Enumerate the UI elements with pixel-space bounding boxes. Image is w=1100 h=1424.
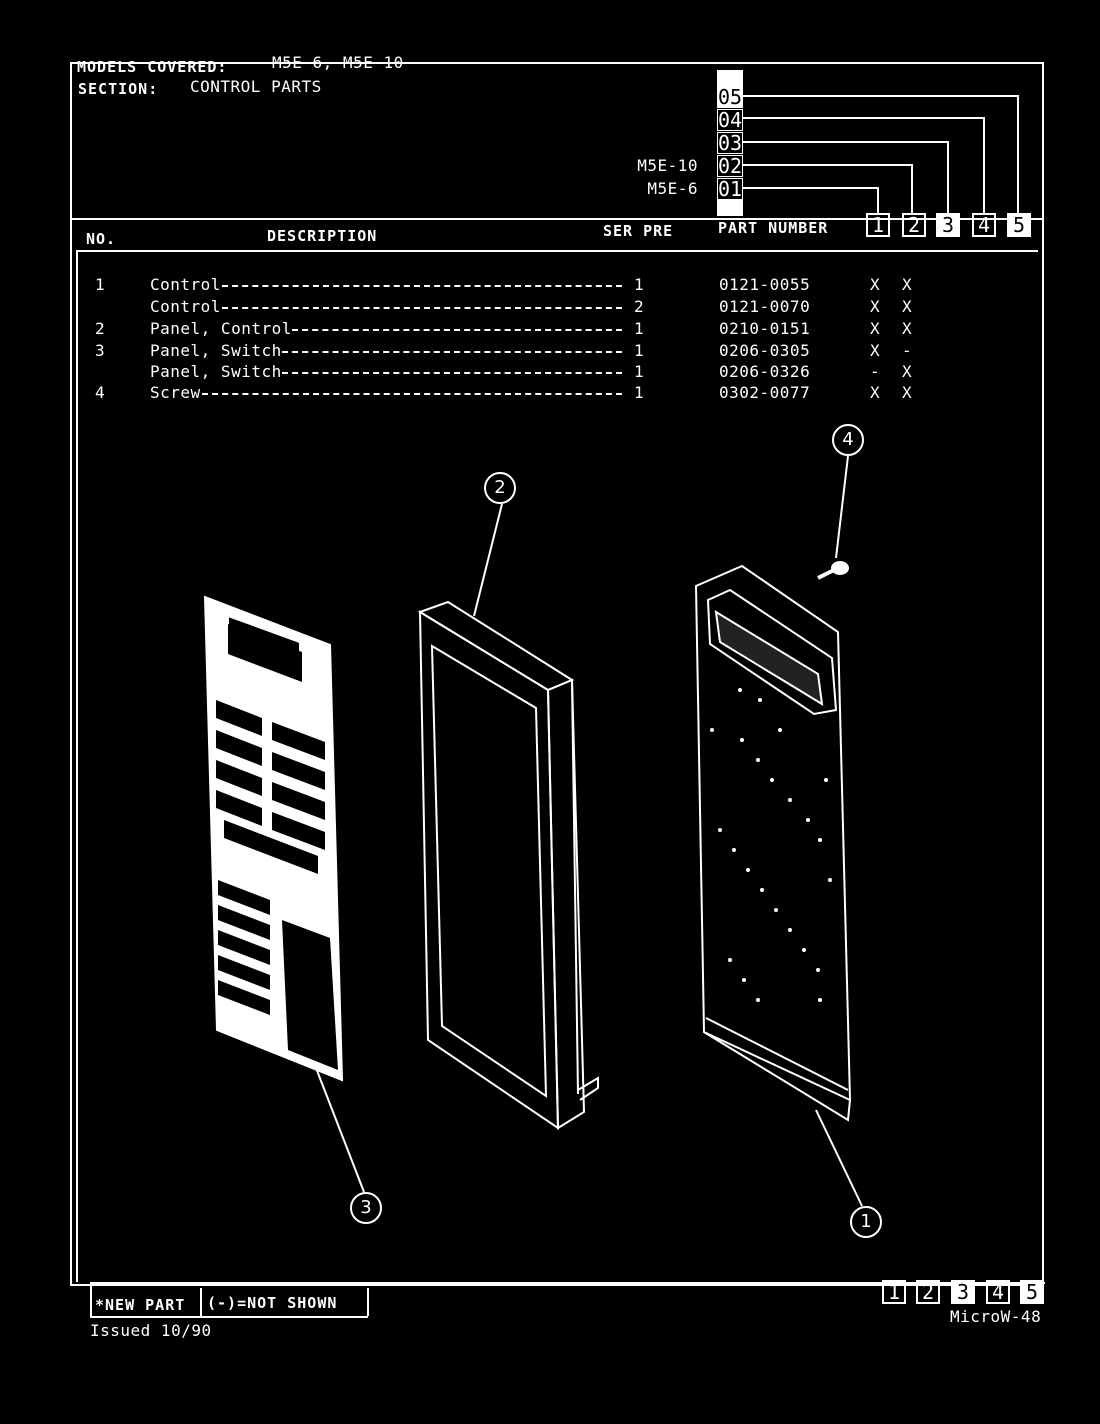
footer-left-line bbox=[90, 1284, 92, 1316]
row-col-1-mark: X bbox=[870, 297, 881, 316]
row-dot-leader bbox=[292, 329, 622, 331]
row-description: Screw bbox=[150, 383, 201, 402]
connector-01 bbox=[742, 187, 879, 214]
variant-code-05: 05 bbox=[717, 85, 743, 109]
top-column-3: 3 bbox=[936, 213, 960, 237]
row-col-1-mark: X bbox=[870, 341, 881, 360]
top-column-1: 1 bbox=[866, 213, 890, 237]
column-header-divider bbox=[76, 250, 1038, 252]
col-header-ser-pre: SER PRE bbox=[603, 222, 674, 240]
callout-1: 1 bbox=[850, 1206, 882, 1238]
section-label: SECTION: bbox=[78, 80, 159, 98]
variant-code-03: 03 bbox=[717, 131, 743, 155]
row-description: Panel, Switch bbox=[150, 362, 282, 381]
variant-stack-cap bbox=[717, 70, 743, 86]
row-col-2-mark: X bbox=[902, 275, 913, 294]
row-dot-leader bbox=[222, 285, 622, 287]
footer-column-3: 3 bbox=[951, 1280, 975, 1304]
row-col-2-mark: X bbox=[902, 383, 913, 402]
row-part-number: 0302-0077 bbox=[719, 383, 811, 402]
row-ser-pre: 1 bbox=[634, 383, 645, 402]
row-dot-leader bbox=[202, 393, 622, 395]
legend-not-shown: (-)=NOT SHOWN bbox=[207, 1294, 338, 1312]
model-label-01: M5E-6 bbox=[647, 179, 698, 198]
top-column-2: 2 bbox=[902, 213, 926, 237]
row-part-number: 0206-0305 bbox=[719, 341, 811, 360]
row-col-1-mark: X bbox=[870, 319, 881, 338]
section-value: CONTROL PARTS bbox=[190, 77, 322, 96]
footer-column-4: 4 bbox=[986, 1280, 1010, 1304]
row-ser-pre: 1 bbox=[634, 275, 645, 294]
variant-connectors bbox=[742, 95, 1019, 214]
exploded-diagram bbox=[203, 455, 863, 1207]
col-header-no: NO. bbox=[86, 230, 117, 248]
col-header-description: DESCRIPTION bbox=[267, 227, 378, 245]
variant-code-04: 04 bbox=[717, 108, 743, 132]
row-description: Control bbox=[150, 275, 221, 294]
leader-4 bbox=[835, 455, 849, 559]
variant-stack-tail bbox=[717, 200, 743, 216]
footer-divider-1 bbox=[200, 1288, 202, 1316]
row-description: Control bbox=[150, 297, 221, 316]
row-col-1-mark: - bbox=[870, 362, 881, 381]
callout-2: 2 bbox=[484, 472, 516, 504]
control-panel-drawing bbox=[417, 600, 599, 1130]
row-part-number: 0206-0326 bbox=[719, 362, 811, 381]
row-dot-leader bbox=[282, 351, 622, 353]
row-col-1-mark: X bbox=[870, 383, 881, 402]
page-id: MicroW-48 bbox=[950, 1307, 1042, 1326]
leader-1 bbox=[815, 1109, 863, 1207]
row-no: 3 bbox=[95, 341, 106, 360]
row-col-2-mark: X bbox=[902, 319, 913, 338]
col-header-part-number: PART NUMBER bbox=[718, 219, 829, 237]
header-divider bbox=[70, 218, 1044, 220]
row-description: Panel, Control bbox=[150, 319, 292, 338]
row-part-number: 0121-0070 bbox=[719, 297, 811, 316]
row-col-2-mark: - bbox=[902, 341, 913, 360]
switch-panel-drawing bbox=[203, 595, 344, 1082]
row-part-number: 0210-0151 bbox=[719, 319, 811, 338]
leader-2 bbox=[473, 503, 503, 617]
footer-column-2: 2 bbox=[916, 1280, 940, 1304]
footer-top-line bbox=[90, 1282, 1045, 1284]
row-description: Panel, Switch bbox=[150, 341, 282, 360]
row-ser-pre: 1 bbox=[634, 362, 645, 381]
screw-drawing bbox=[817, 561, 849, 580]
row-no: 1 bbox=[95, 275, 106, 294]
callout-3: 3 bbox=[350, 1192, 382, 1224]
footer-divider-2 bbox=[367, 1288, 369, 1316]
inner-left-line bbox=[76, 252, 78, 1282]
circuit-board-drawing bbox=[694, 564, 852, 1122]
page-frame bbox=[70, 62, 1044, 1286]
model-label-02: M5E-10 bbox=[637, 156, 698, 175]
row-col-2-mark: X bbox=[902, 297, 913, 316]
connector-05 bbox=[742, 95, 1019, 214]
leader-3 bbox=[315, 1067, 365, 1193]
footer-bottom-line bbox=[90, 1316, 368, 1318]
top-column-4: 4 bbox=[972, 213, 996, 237]
row-no: 2 bbox=[95, 319, 106, 338]
legend-new-part: *NEW PART bbox=[95, 1296, 186, 1314]
row-ser-pre: 1 bbox=[634, 319, 645, 338]
row-col-2-mark: X bbox=[902, 362, 913, 381]
row-col-1-mark: X bbox=[870, 275, 881, 294]
connector-04 bbox=[742, 117, 985, 214]
top-column-5: 5 bbox=[1007, 213, 1031, 237]
variant-code-01: 01 bbox=[717, 177, 743, 201]
footer-column-5: 5 bbox=[1020, 1280, 1044, 1304]
connector-02 bbox=[742, 164, 913, 214]
row-ser-pre: 1 bbox=[634, 341, 645, 360]
row-no: 4 bbox=[95, 383, 106, 402]
row-ser-pre: 2 bbox=[634, 297, 645, 316]
connector-03 bbox=[742, 141, 949, 214]
callout-4: 4 bbox=[832, 424, 864, 456]
row-part-number: 0121-0055 bbox=[719, 275, 811, 294]
row-dot-leader bbox=[282, 372, 622, 374]
row-dot-leader bbox=[222, 307, 622, 309]
footer-column-1: 1 bbox=[882, 1280, 906, 1304]
issued-date: Issued 10/90 bbox=[90, 1321, 212, 1340]
